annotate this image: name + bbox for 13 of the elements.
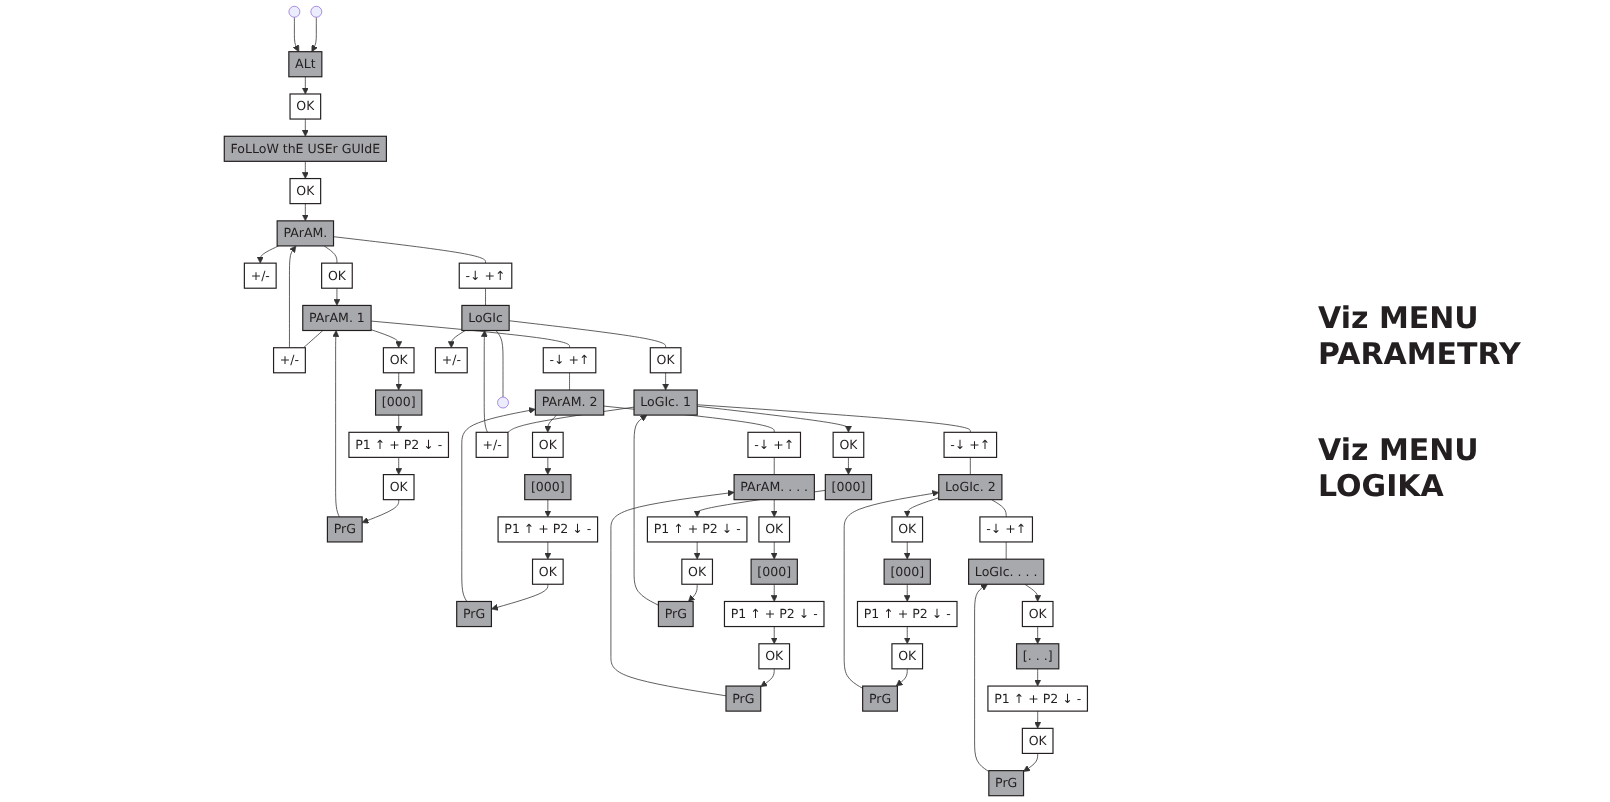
connector <box>969 457 970 475</box>
connector <box>484 287 486 306</box>
note-text: Viz MENU LOGIKA <box>1318 431 1481 503</box>
connector <box>322 245 337 264</box>
connector <box>507 320 666 349</box>
connector <box>332 236 486 264</box>
connector <box>568 372 570 391</box>
connector <box>1004 541 1006 560</box>
note-text: Viz MENU PARAMETRY <box>1318 299 1523 371</box>
connector <box>302 330 323 349</box>
connector <box>772 457 774 475</box>
connector <box>494 330 503 398</box>
connector <box>990 499 1006 518</box>
